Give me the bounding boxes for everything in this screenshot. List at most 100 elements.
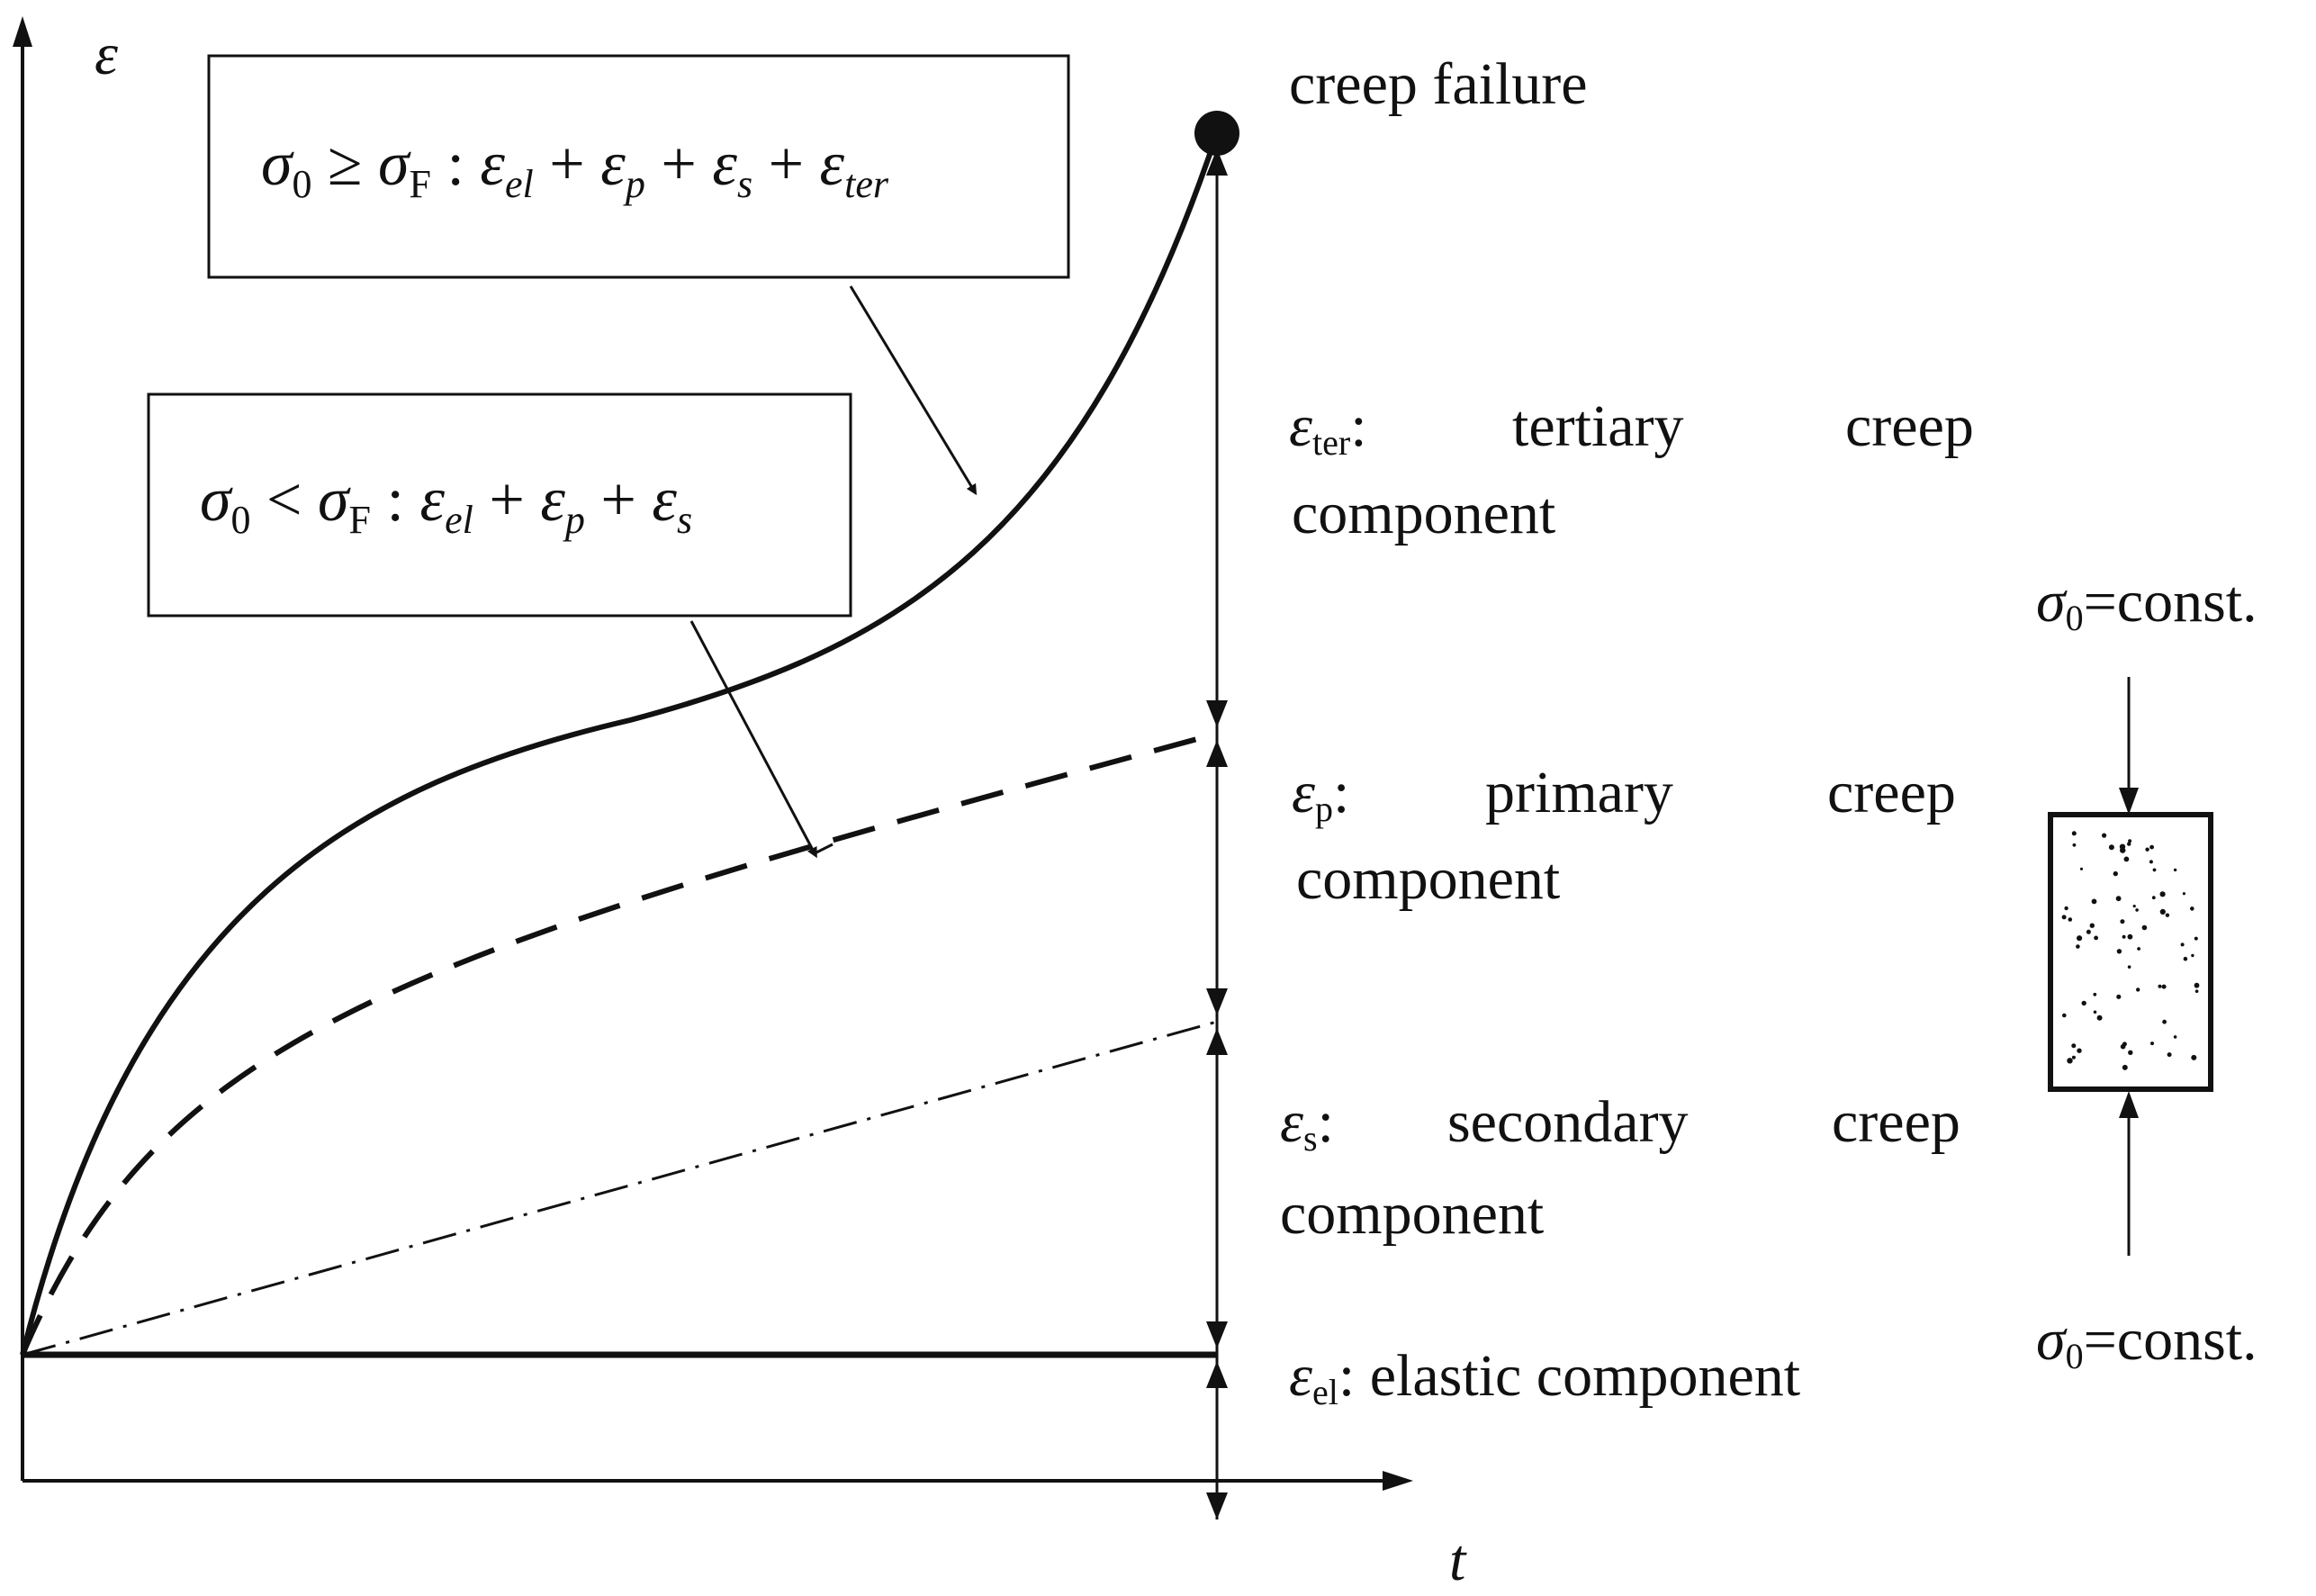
arrow-up-icon: [1206, 1028, 1228, 1055]
specimen-speck: [2159, 908, 2166, 915]
specimen-speck: [2167, 1052, 2172, 1058]
component-labels: creep failure εter: tertiary creep compo…: [1280, 51, 1974, 1412]
creep-failure-point: [1194, 111, 1239, 156]
creep-failure-label: creep failure: [1289, 51, 1588, 117]
arrow-up-icon: [1206, 1361, 1228, 1388]
specimen-speck: [2149, 844, 2155, 850]
specimen-speck: [2132, 905, 2136, 908]
specimen-speck: [2071, 1055, 2076, 1059]
specimen-speck: [2067, 1058, 2073, 1064]
secondary-creep-line: [22, 1020, 1218, 1357]
arrow-down-icon: [1206, 1492, 1228, 1519]
primary-label: εp: primary creep component: [1292, 760, 1956, 912]
specimen-speck: [2116, 949, 2122, 954]
secondary-word-1: secondary: [1447, 1089, 1689, 1155]
elastic-label: εel: elastic component: [1289, 1343, 1800, 1412]
tertiary-word-1: tertiary: [1512, 393, 1684, 459]
total-creep-curve: [20, 132, 1220, 1356]
specimen-speck: [2158, 984, 2162, 988]
specimen-speck: [2113, 870, 2118, 877]
specimen-speck: [2191, 953, 2194, 958]
formula-no-failure-pointer-tick: [814, 843, 834, 855]
specimen-speck: [2182, 892, 2185, 896]
specimen-speck: [2194, 936, 2198, 941]
specimen-speck: [2141, 924, 2148, 931]
specimen-speck: [2115, 896, 2122, 902]
specimen-speck: [2093, 992, 2097, 996]
secondary-symbol: εs:: [1280, 1089, 1334, 1159]
specimen-speck: [2123, 856, 2130, 862]
specimen-speck: [2102, 833, 2107, 838]
bottom-load-arrow-icon: [2119, 1091, 2139, 1118]
primary-symbol: εp:: [1292, 760, 1349, 829]
specimen-speck: [2122, 934, 2126, 939]
tertiary-word-2: creep: [1845, 393, 1974, 459]
specimen-speck: [2076, 944, 2080, 949]
specimen-speck: [2119, 843, 2126, 850]
specimen-speck: [2150, 1041, 2154, 1046]
x-axis-arrow-icon: [1383, 1471, 1413, 1491]
specimen-speck: [2180, 942, 2185, 947]
specimen-speck: [2151, 896, 2156, 900]
specimen-speck: [2071, 1043, 2077, 1049]
specimen-speck: [2173, 1035, 2177, 1039]
y-axis-arrow-icon: [13, 16, 32, 47]
specimen-speck: [2128, 839, 2132, 843]
specimen-speck: [2072, 843, 2077, 847]
secondary-label: εs: secondary creep component: [1280, 1089, 1960, 1247]
formula-no-failure-pointer: [689, 620, 817, 859]
specimen-speck: [2136, 987, 2140, 992]
formula-failure: σ0 ≥ σF : εel + εp + εs + εter: [261, 130, 889, 206]
tertiary-symbol: εter:: [1289, 393, 1367, 463]
primary-line-2: component: [1296, 846, 1560, 912]
specimen-speck: [2094, 935, 2099, 941]
specimen-speck: [2127, 965, 2131, 969]
specimen: σ0=const. σ0=const.: [2036, 569, 2257, 1376]
formula-box-no-failure: σ0 < σF : εel + εp + εs: [147, 392, 852, 859]
specimen-speck: [2086, 929, 2091, 934]
specimen-speck: [2061, 915, 2067, 920]
formula-no-failure: σ0 < σF : εel + εp + εs: [200, 465, 692, 542]
axes: ε t: [13, 16, 1467, 1593]
primary-word-2: creep: [1827, 760, 1956, 825]
elastic-text: εel: elastic component: [1289, 1343, 1800, 1412]
specimen-speck: [2162, 1019, 2167, 1024]
specimen-speck: [2120, 1043, 2126, 1050]
specimen-speck: [2159, 891, 2166, 897]
specimen-speck: [2116, 994, 2122, 999]
tertiary-line-2: component: [1292, 481, 1555, 546]
specimen-speck: [2127, 842, 2131, 846]
specimen-speck: [2194, 989, 2199, 993]
specimen-speck: [2077, 935, 2083, 942]
specimen-speck: [2122, 1064, 2128, 1070]
formula-box-failure-frame: [207, 54, 1070, 279]
arrow-down-icon: [1206, 1321, 1228, 1348]
specimen-speck: [2062, 1013, 2067, 1018]
specimen-speck: [2096, 1014, 2103, 1021]
specimen-speck: [2137, 947, 2141, 951]
specimen-speck: [2190, 906, 2194, 911]
specimen-speck: [2077, 1048, 2082, 1053]
dimension-arrows: [1206, 149, 1228, 1519]
specimen-speck: [2071, 831, 2077, 836]
formula-failure-pointer: [849, 285, 978, 496]
specimen-speck: [2194, 982, 2200, 988]
creep-curves: [20, 111, 1239, 1358]
x-axis-label: t: [1449, 1528, 1467, 1593]
specimen-speck: [2135, 908, 2139, 912]
y-axis-label: ε: [95, 22, 118, 87]
arrow-up-icon: [1206, 149, 1228, 176]
specimen-speck: [2089, 923, 2095, 928]
specimen-speck: [2127, 933, 2133, 940]
secondary-word-2: creep: [1832, 1089, 1960, 1155]
arrow-down-icon: [1206, 700, 1228, 727]
specimen-speck: [2183, 956, 2188, 961]
secondary-line-2: component: [1280, 1181, 1544, 1247]
specimen-speck: [2081, 1000, 2086, 1006]
top-load-label: σ0=const.: [2036, 569, 2257, 638]
specimen-speck: [2091, 898, 2097, 905]
formula-box-no-failure-frame: [147, 392, 852, 618]
primary-creep-curve: [20, 731, 1218, 1357]
formula-box-failure: σ0 ≥ σF : εel + εp + εs + εter: [207, 54, 1070, 496]
specimen-speck: [2191, 1054, 2197, 1060]
